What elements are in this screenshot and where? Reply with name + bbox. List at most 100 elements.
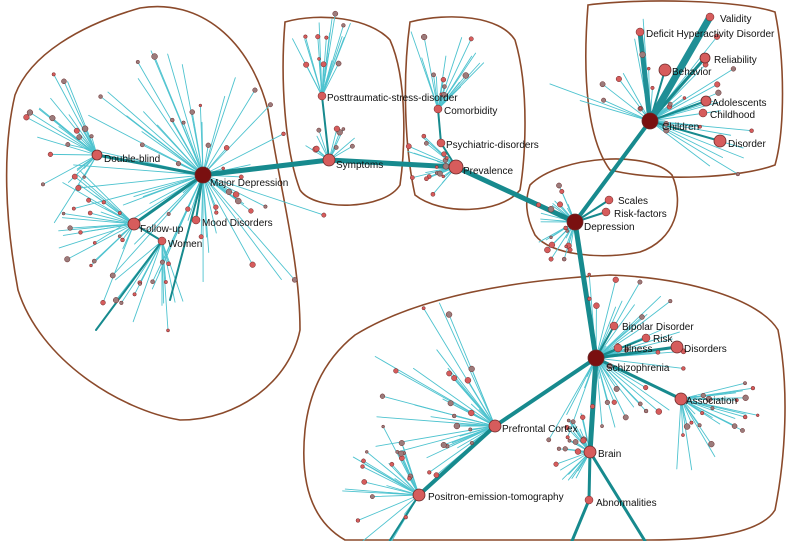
label-depression: Depression [584,222,635,233]
label-risk: Risk [653,334,673,345]
leaf-edge [451,425,496,446]
leaf-edge [391,463,420,496]
leaf-node [138,282,142,286]
leaf-node [431,72,436,78]
leaf-edge [423,36,439,110]
leaf-node [198,103,203,108]
label-illness: Illness [624,344,652,355]
leaf-node [407,476,412,481]
leaf-edge [112,174,204,276]
leaf-edge [202,174,266,208]
leaf-node [689,420,694,425]
leaf-edge [67,81,98,156]
leaf-node [303,61,310,68]
leaf-node [355,518,361,523]
leaf-node [445,311,453,318]
backbone-edge [132,173,205,226]
leaf-node [51,72,56,77]
leaf-node [61,78,67,85]
leaf-node [742,394,749,401]
leaf-node [749,128,754,133]
leaf-node [333,125,340,132]
leaf-edge [181,64,204,176]
leaf-edge [357,494,420,521]
leaf-node [440,441,447,448]
leaf-edge [579,100,651,122]
leaf-node [663,127,670,134]
leaf-node [361,458,366,464]
leaf-node [430,192,436,197]
leaf-node [221,166,225,171]
leaf-node [333,145,339,150]
leaf-edge [142,174,204,198]
leaf-node [715,89,722,96]
leaf-node [655,349,661,355]
leaf-node [468,409,475,417]
leaf-edge [375,425,496,447]
leaf-node [730,66,737,72]
leaf-edge [595,357,616,428]
leaf-edge [364,463,420,496]
leaf-edge [437,37,463,110]
leaf-edge [395,370,496,427]
leaf-node [606,363,613,370]
leaf-edge [88,199,135,225]
node-children [641,112,659,130]
leaf-edge [680,398,759,416]
leaf-edge [183,122,204,176]
leaf-node [444,156,449,160]
leaf-node [313,145,320,152]
leaf-node [698,124,702,129]
leaf-edge [649,110,721,122]
cluster-depression [525,158,679,257]
backbone-edge-adhd [637,29,653,124]
label-disorder: Disorder [728,139,766,150]
leaf-node [469,440,474,446]
leaf-node [713,33,721,40]
leaf-edge [396,425,496,453]
backbone-edge [649,100,707,122]
leaf-node [71,206,76,211]
leaf-edge [25,116,98,156]
node-association [674,392,688,406]
leaf-edge [680,398,716,458]
label-validity: Validity [720,14,752,25]
leaf-edge [471,368,496,427]
leaf-edge [132,240,163,323]
leaf-edge [202,174,210,253]
leaf-edge [649,83,718,122]
leaf-node [324,35,329,40]
leaf-node [315,34,321,40]
leaf-edge [680,398,736,419]
leaf-node [213,204,219,210]
leaf-edge [438,302,496,427]
leaf-node [548,241,556,249]
label-symptoms: Symptoms [336,160,383,171]
leaf-edge [454,424,496,427]
leaf-edge [595,295,661,359]
leaf-node [565,435,570,440]
leaf-node [434,165,439,169]
leaf-edge [595,357,627,418]
leaf-edge [202,89,256,176]
leaf-node [117,234,122,239]
leaf-edge [133,174,204,198]
leaf-node [544,246,551,254]
leaf-node [464,377,472,384]
leaf-edge [451,425,496,444]
leaf-node [175,161,182,167]
leaf-node [587,272,591,277]
leaf-edge [76,174,135,225]
leaf-node [389,461,395,467]
leaf-node [159,259,165,265]
leaf-node [436,170,443,177]
leaf-node [47,151,53,157]
label-psychiatric-disorders: Psychiatric-disorders [446,140,539,151]
leaf-node [441,91,447,98]
node-disorders [670,340,684,354]
leaf-node [369,494,375,500]
leaf-node [360,464,365,469]
leaf-node [731,423,738,429]
leaf-node [349,143,355,149]
cluster-outlines [5,0,786,541]
